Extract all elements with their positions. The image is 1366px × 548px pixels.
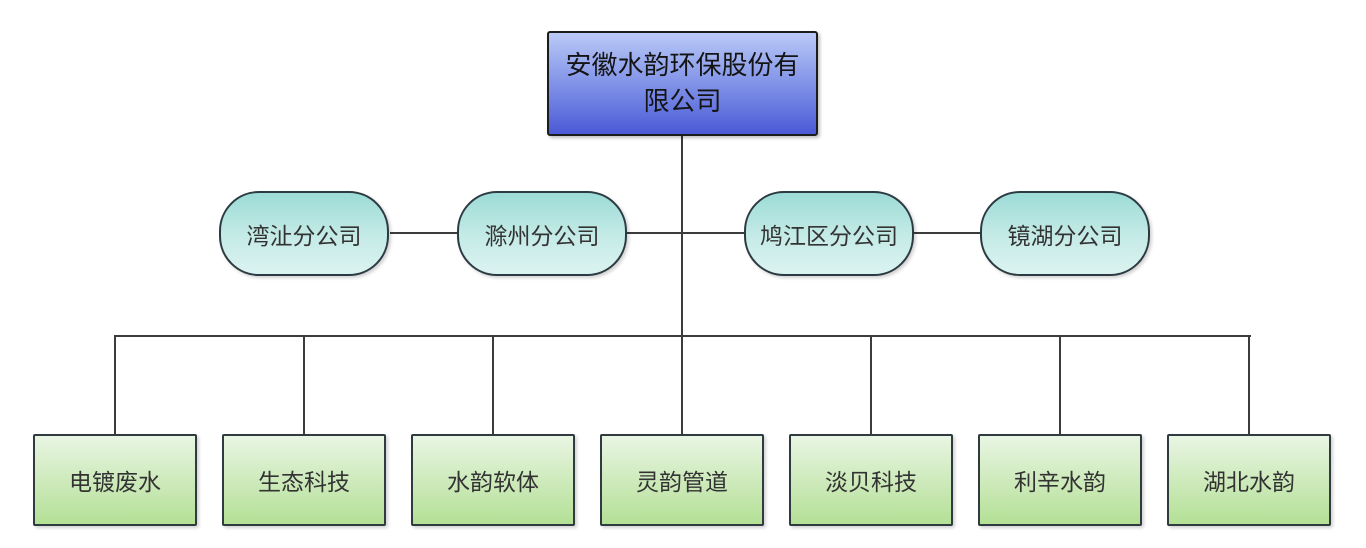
org-node-sub-label: 利辛水韵 (1014, 469, 1106, 495)
org-node-branch-wanzhi[interactable]: 湾沚分公司 (219, 191, 389, 276)
org-node-root-label: 安徽水韵环保股份有限公司 (565, 50, 800, 116)
connector-drop-subsidiary-3 (492, 335, 494, 434)
org-node-branch-label: 滁州分公司 (484, 222, 600, 249)
org-node-branch-label: 镜湖分公司 (1007, 222, 1123, 249)
org-node-sub-label: 湖北水韵 (1203, 469, 1295, 495)
org-node-sub-label: 生态科技 (258, 469, 350, 495)
org-node-branch-label: 鸠江区分公司 (760, 222, 898, 249)
org-node-sub-lingyun-guandao[interactable]: 灵韵管道 (600, 434, 764, 526)
connector-drop-subsidiary-2 (303, 335, 305, 434)
org-node-sub-label: 水韵软体 (447, 469, 539, 495)
org-node-branch-chuzhou[interactable]: 滁州分公司 (457, 191, 627, 276)
org-node-sub-label: 灵韵管道 (636, 469, 728, 495)
org-node-sub-diandu-feishui[interactable]: 电镀废水 (33, 434, 197, 526)
org-node-sub-shengtai-keji[interactable]: 生态科技 (222, 434, 386, 526)
org-node-sub-shuiyun-ruanti[interactable]: 水韵软体 (411, 434, 575, 526)
org-node-sub-label: 淡贝科技 (825, 469, 917, 495)
org-node-root[interactable]: 安徽水韵环保股份有限公司 (547, 31, 818, 136)
org-node-sub-hubei-shuiyun[interactable]: 湖北水韵 (1167, 434, 1331, 526)
org-node-sub-danbei-keji[interactable]: 淡贝科技 (789, 434, 953, 526)
org-node-branch-jinghu[interactable]: 镜湖分公司 (980, 191, 1150, 276)
org-node-sub-label: 电镀废水 (69, 469, 161, 495)
org-node-branch-label: 湾沚分公司 (246, 222, 362, 249)
connector-root-trunk (681, 136, 683, 434)
connector-drop-subsidiary-7 (1248, 335, 1250, 434)
org-node-branch-jiujiang-district[interactable]: 鸠江区分公司 (744, 191, 914, 276)
connector-subsidiary-bus (114, 335, 1251, 337)
org-node-sub-lixin-shuiyun[interactable]: 利辛水韵 (978, 434, 1142, 526)
connector-drop-subsidiary-6 (1059, 335, 1061, 434)
connector-drop-subsidiary-5 (870, 335, 872, 434)
connector-branch-wanzhi-chuzhou (390, 232, 457, 234)
connector-branch-jiujiang-jinghu (914, 232, 980, 234)
connector-branch-chuzhou-jiujiang (627, 232, 744, 234)
connector-drop-subsidiary-1 (114, 335, 116, 434)
